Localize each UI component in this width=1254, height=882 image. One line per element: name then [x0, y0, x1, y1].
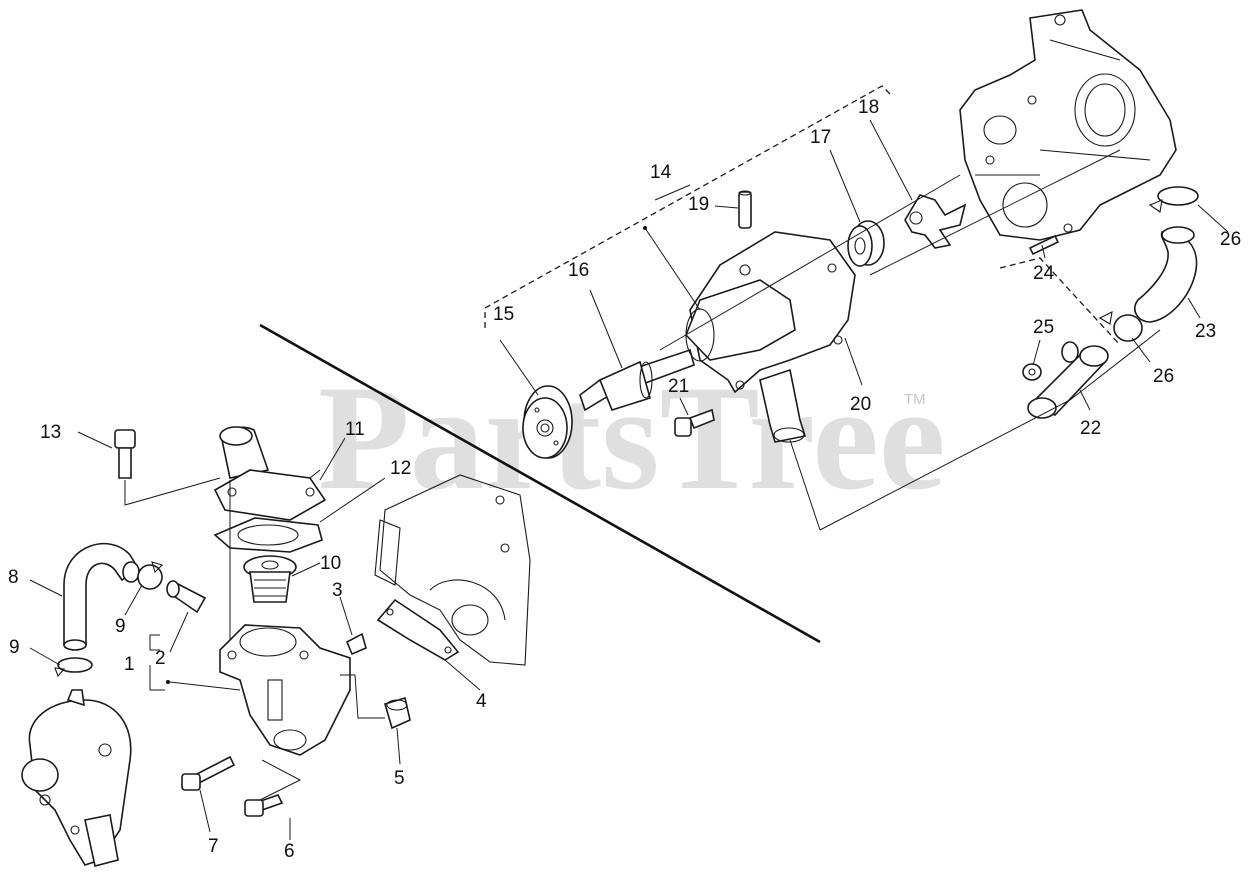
part-1-thermostat-housing [219, 624, 351, 756]
part-12-gasket [213, 517, 323, 553]
callout-labels: 1 2 3 4 5 6 7 8 9 9 10 11 12 13 14 15 16… [8, 97, 1241, 862]
callout-2: 2 [155, 648, 166, 669]
part-25-nut [1022, 363, 1042, 381]
callout-11: 11 [345, 419, 365, 440]
part-8-hose [63, 542, 140, 651]
callout-15: 15 [493, 304, 514, 325]
part-23-hose [1134, 226, 1198, 323]
part-18-impeller [904, 194, 967, 249]
part-7-bolt [181, 755, 236, 791]
part-21-bolt [674, 408, 715, 437]
callout-3: 3 [332, 580, 343, 601]
callout-21: 21 [668, 376, 689, 397]
engine-block-upper [959, 9, 1177, 241]
part-19-dowel [738, 190, 752, 229]
part-15-pulley-flange [522, 385, 573, 459]
watermark-trademark: TM [904, 391, 926, 408]
part-2-nipple [166, 580, 207, 614]
engine-block-lower [374, 474, 531, 666]
leader-lines [29, 119, 1229, 840]
water-pump-body-lower [21, 689, 132, 867]
callout-8: 8 [8, 567, 19, 588]
part-11-thermostat-cover [213, 426, 327, 521]
callout-6: 6 [284, 841, 295, 862]
part-17-seal [847, 220, 885, 267]
part-4-gasket [376, 598, 460, 661]
callout-23: 23 [1195, 321, 1216, 342]
part-10-thermostat [243, 555, 297, 603]
part-26-clamp-lower [1098, 311, 1143, 342]
pipe-gasket [1061, 341, 1079, 363]
callout-22: 22 [1080, 418, 1101, 439]
part-9-clamp-lower [54, 657, 93, 678]
assembly-box-14 [484, 85, 893, 328]
callout-10: 10 [320, 553, 341, 574]
callout-17: 17 [810, 127, 831, 148]
callout-19: 19 [688, 194, 709, 215]
callout-9-lower: 9 [9, 637, 20, 658]
callout-13: 13 [40, 422, 61, 443]
callout-5: 5 [394, 768, 405, 789]
callout-1: 1 [124, 654, 135, 675]
callout-18: 18 [858, 97, 879, 118]
part-24-stud [1028, 234, 1060, 256]
part-3-plug [345, 632, 367, 656]
callout-26-upper: 26 [1220, 229, 1241, 250]
callout-26-lower: 26 [1153, 366, 1174, 387]
part-6-bolt [244, 794, 284, 817]
section-divider-line [259, 323, 821, 644]
assembly-bracket-22-26 [999, 257, 1121, 346]
part-5-plug [384, 696, 411, 730]
callout-12: 12 [390, 458, 411, 479]
callout-24: 24 [1033, 263, 1055, 284]
callout-9-upper: 9 [115, 616, 126, 637]
part-20-water-pump-body [685, 231, 856, 443]
part-26-clamp-upper [1148, 186, 1199, 213]
part-16-shaft-bearing [579, 348, 695, 412]
part-9-clamp-upper [137, 561, 164, 590]
callout-14: 14 [650, 162, 672, 183]
callout-7: 7 [208, 836, 219, 857]
part-13-bolt [114, 429, 136, 479]
callout-25: 25 [1033, 317, 1054, 338]
callout-4: 4 [476, 691, 487, 712]
callout-16: 16 [568, 260, 589, 281]
callout-20: 20 [850, 394, 871, 415]
